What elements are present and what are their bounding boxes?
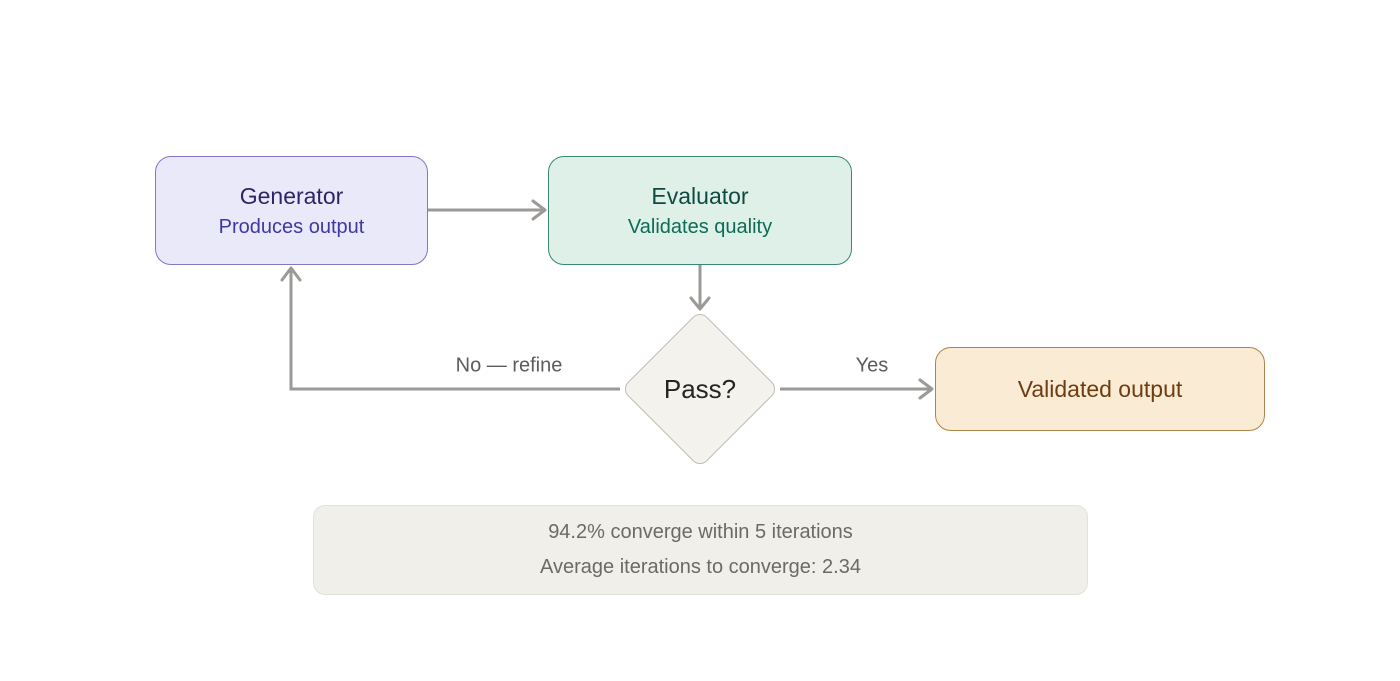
stats-line-convergence-rate: 94.2% converge within 5 iterations (548, 521, 853, 543)
evaluator-title: Evaluator (651, 182, 749, 209)
arrowhead-right-icon (918, 378, 934, 400)
generator-subtitle: Produces output (218, 215, 365, 238)
edge-label-yes: Yes (855, 354, 889, 377)
node-evaluator: Evaluator Validates quality (548, 156, 852, 265)
stats-line-average-iterations: Average iterations to converge: 2.34 (540, 556, 861, 578)
arrowhead-up-icon (280, 266, 302, 282)
generator-title: Generator (239, 182, 344, 209)
arrowhead-right-icon (531, 199, 547, 221)
stats-panel: 94.2% converge within 5 iterations Avera… (313, 505, 1088, 595)
decision-label: Pass? (663, 373, 737, 404)
evaluator-subtitle: Validates quality (627, 215, 773, 238)
edge-label-no-refine: No — refine (455, 354, 563, 377)
edge-decision-to-output (780, 378, 934, 400)
edge-generator-to-evaluator (428, 199, 547, 221)
node-validated-output: Validated output (935, 347, 1265, 431)
arrowhead-down-icon (689, 296, 711, 311)
edge-evaluator-to-decision (689, 265, 711, 311)
edge-decision-to-generator (280, 266, 620, 391)
node-generator: Generator Produces output (155, 156, 428, 265)
validated-output-label: Validated output (1017, 375, 1183, 402)
